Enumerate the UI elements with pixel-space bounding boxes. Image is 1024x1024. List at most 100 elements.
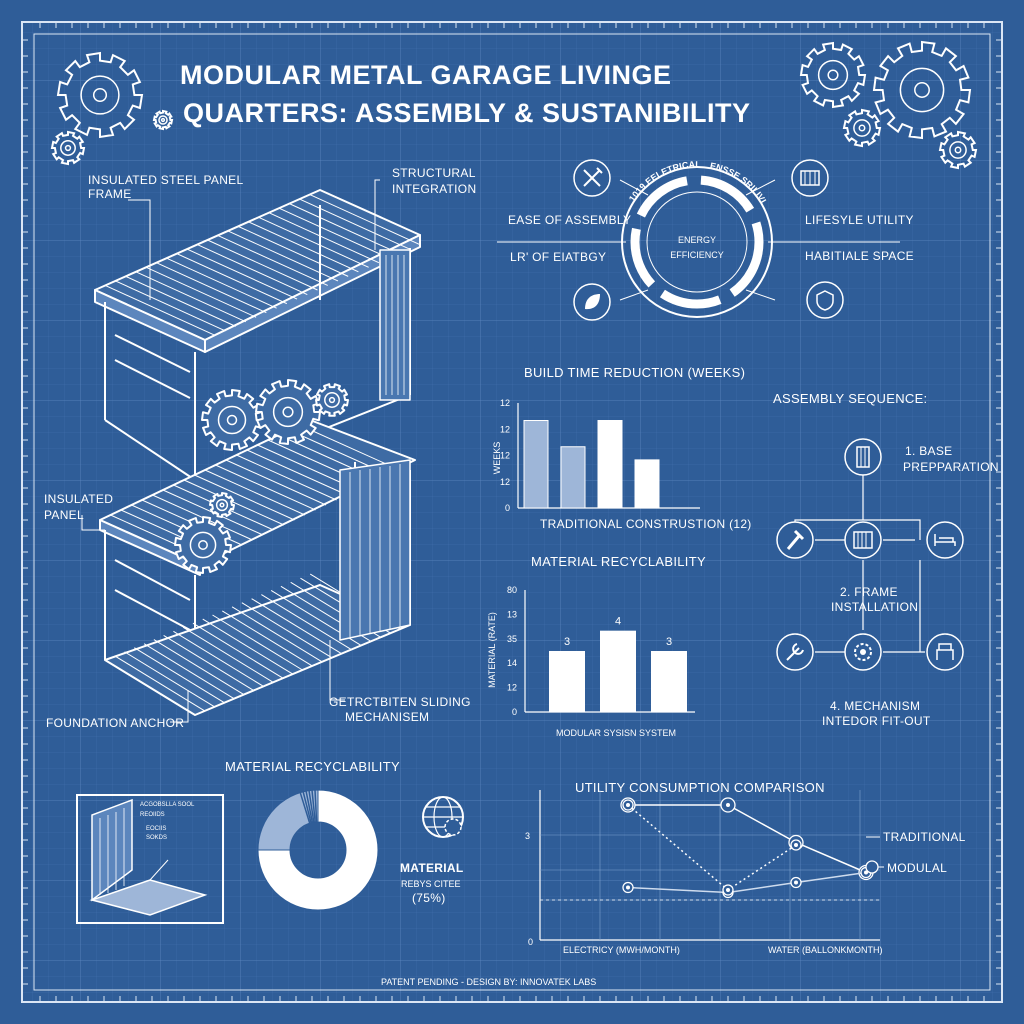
ring-center-energy: ENERGY bbox=[678, 235, 716, 245]
title-line-2: QUARTERS: ASSEMBLY & SUSTANIBILITY bbox=[183, 98, 751, 128]
panel-rib bbox=[246, 449, 348, 496]
gear-icons bbox=[50, 40, 978, 170]
gear-icon bbox=[938, 130, 978, 170]
chart2-ytick: 80 bbox=[507, 585, 517, 595]
line-series bbox=[628, 804, 867, 874]
wrench-icon bbox=[776, 633, 814, 671]
material-inset-drawing bbox=[76, 794, 224, 924]
base-icon bbox=[844, 438, 882, 476]
assembly-sequence-diagram bbox=[794, 475, 925, 653]
step-2-label: 2. FRAME bbox=[840, 585, 898, 599]
legend-modulal: MODULAL bbox=[887, 861, 947, 875]
mechanism-gear-icon bbox=[174, 516, 232, 574]
frame-icon bbox=[844, 521, 882, 559]
line-point-core bbox=[864, 870, 868, 875]
donut-hatch bbox=[299, 792, 311, 824]
step-1-detail: PREPPARATION bbox=[903, 460, 999, 474]
panel-rib bbox=[299, 198, 410, 250]
panel-rib bbox=[217, 234, 328, 286]
chart1-ytick: 12 bbox=[500, 451, 510, 461]
chart2-ytick: 12 bbox=[507, 683, 517, 693]
panel-rib bbox=[134, 647, 225, 704]
chart2-bar bbox=[600, 630, 636, 712]
ring-center-efficiency: EFFICIENCY bbox=[670, 250, 724, 260]
pie-title: MATERIAL RECYCLABILITY bbox=[225, 759, 400, 774]
shield-icon bbox=[806, 281, 844, 319]
chart2-value-label: 3 bbox=[564, 636, 570, 648]
mechanism-gear-icon bbox=[315, 383, 349, 417]
callout-foundation: FOUNDATION ANCHOR bbox=[46, 716, 184, 730]
chart2-bar bbox=[549, 651, 585, 712]
footer-credit: PATENT PENDING - DESIGN BY: INNOVATEK LA… bbox=[381, 977, 596, 987]
panel-rib bbox=[194, 474, 295, 521]
line-chart-title: UTILITY CONSUMPTION COMPARISON bbox=[575, 780, 825, 795]
panel-rib bbox=[299, 424, 400, 471]
chart2-value-label: 4 bbox=[615, 616, 621, 628]
chart2-ytick: 0 bbox=[512, 707, 517, 717]
globe-gear-icon bbox=[422, 796, 464, 838]
ring-lifestyle-utility: LIFESYLE UTILITY bbox=[805, 213, 914, 227]
donut-hatch bbox=[311, 790, 316, 823]
chart1-ytick: 12 bbox=[500, 477, 510, 487]
chart1-ylabel: WEEKS bbox=[492, 442, 502, 475]
line-series bbox=[627, 871, 867, 894]
chart1-bar bbox=[634, 459, 660, 509]
panel-rib bbox=[231, 606, 323, 663]
pie-legend-sub: REBYS CITEE bbox=[401, 879, 461, 889]
inner-border bbox=[33, 33, 991, 991]
callout-insulated: INSULATED bbox=[44, 492, 113, 506]
panel-rib bbox=[124, 651, 215, 708]
callout-panel: PANEL bbox=[44, 508, 84, 522]
chart1-ytick: 12 bbox=[500, 398, 510, 408]
tools-icon bbox=[573, 159, 611, 197]
outer-border bbox=[21, 21, 1003, 1003]
panel-rib bbox=[186, 248, 298, 300]
energy-ring bbox=[497, 166, 900, 318]
line-point-core bbox=[794, 843, 798, 847]
line-point-core bbox=[626, 803, 630, 807]
panel-rib bbox=[268, 212, 380, 264]
recyclability-donut bbox=[257, 789, 379, 911]
panel-rib bbox=[166, 257, 277, 309]
mechanism-gear-icon bbox=[844, 633, 882, 671]
donut-hatch bbox=[305, 791, 314, 823]
line-point-core bbox=[726, 803, 730, 807]
donut-slice bbox=[257, 789, 379, 911]
panel-rib bbox=[241, 602, 333, 659]
callout-sliding: GETRCTBITEN SLIDING bbox=[329, 695, 471, 709]
step-4-label: 4. MECHANISM bbox=[830, 699, 920, 713]
panel-rib bbox=[278, 207, 390, 259]
chart1-bar bbox=[597, 420, 623, 509]
panel-rib bbox=[145, 266, 257, 318]
inset-label-4: SOKDS bbox=[146, 835, 167, 841]
panel-rib bbox=[183, 479, 285, 526]
panel-rib bbox=[182, 626, 274, 683]
panel-rib bbox=[225, 459, 327, 506]
container-icon bbox=[791, 159, 829, 197]
line-point-core bbox=[794, 880, 798, 885]
callout-leaders bbox=[81, 179, 380, 723]
callout-integration: INTEGRATION bbox=[392, 182, 476, 196]
callout-mechanism: MECHANISEM bbox=[345, 710, 429, 724]
chart2-title: MATERIAL RECYCLABILITY bbox=[531, 554, 706, 569]
panel-rib bbox=[236, 454, 337, 501]
gear-icon bbox=[872, 40, 972, 140]
chart1-xlabel: TRADITIONAL CONSTRUSTION (12) bbox=[540, 517, 752, 531]
chart1-title: BUILD TIME REDUCTION (WEEKS) bbox=[524, 365, 745, 380]
step-2-detail: INSTALLATION bbox=[831, 600, 918, 614]
chart2-ylabel: MATERIAL (RATE) bbox=[487, 612, 497, 688]
donut-hatch bbox=[308, 790, 315, 823]
panel-rib bbox=[143, 643, 235, 700]
donut-hatch bbox=[314, 790, 318, 823]
line-xlabel-water: WATER (BALLONKMONTH) bbox=[768, 945, 883, 955]
chart2-ytick: 35 bbox=[507, 634, 517, 644]
panel-rib bbox=[258, 216, 369, 268]
panel-rib bbox=[289, 203, 400, 255]
panel-rib bbox=[215, 464, 316, 511]
sequence-title: ASSEMBLY SEQUENCE: bbox=[773, 391, 927, 406]
chart2-ytick: 14 bbox=[507, 658, 517, 668]
callout-steel-panel-frame: FRAME bbox=[88, 187, 132, 201]
line-ytick: 3 bbox=[525, 831, 530, 841]
bed-icon bbox=[926, 521, 964, 559]
